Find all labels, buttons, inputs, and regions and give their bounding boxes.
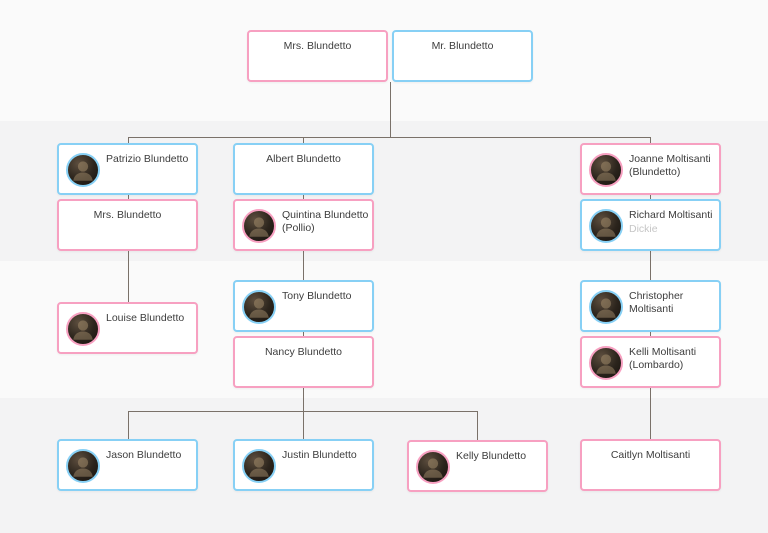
person-card-louise-blundetto[interactable]: Louise Blundetto [57, 302, 198, 354]
person-card-kelly-blundetto[interactable]: Kelly Blundetto [407, 440, 548, 492]
connector-drop-joanne [650, 137, 651, 143]
connector-couple-patrizio-mrs [128, 195, 129, 199]
connector-drop-patrizio [128, 137, 129, 143]
connector-drop-kelly [477, 411, 478, 440]
avatar-photo [242, 290, 276, 324]
person-name: Joanne Moltisanti(Blundetto) [629, 153, 711, 178]
avatar-photo [589, 346, 623, 380]
avatar-photo [242, 209, 276, 243]
person-card-albert-blundetto[interactable]: Albert Blundetto [233, 143, 374, 195]
connector-couple-joanne-richard [650, 195, 651, 199]
person-name: Mrs. Blundetto [93, 209, 162, 221]
person-name: Mrs. Blundetto [283, 40, 352, 52]
person-nickname: Dickie [629, 223, 658, 235]
person-card-mrs-blundetto-sr[interactable]: Mrs. Blundetto [247, 30, 388, 82]
person-name: Jason Blundetto [106, 449, 182, 461]
person-name: Louise Blundetto [106, 312, 185, 324]
person-card-mrs-blundetto[interactable]: Mrs. Blundetto [57, 199, 198, 251]
avatar-photo [66, 153, 100, 187]
connector-parents-stem [390, 82, 391, 137]
avatar-photo [589, 290, 623, 324]
connector-gen2-rail [128, 137, 651, 138]
avatar-photo [589, 209, 623, 243]
person-name: Justin Blundetto [282, 449, 357, 461]
person-card-justin-blundetto[interactable]: Justin Blundetto [233, 439, 374, 491]
person-name: Patrizio Blundetto [106, 153, 189, 165]
person-card-joanne-moltisanti[interactable]: Joanne Moltisanti(Blundetto) [580, 143, 721, 195]
avatar-photo [416, 450, 450, 484]
connector-gen4-rail [128, 411, 477, 412]
person-card-patrizio-blundetto[interactable]: Patrizio Blundetto [57, 143, 198, 195]
connector-nancy-stem [303, 388, 304, 411]
person-card-nancy-blundetto[interactable]: Nancy Blundetto [233, 336, 374, 388]
person-card-caitlyn-moltisanti[interactable]: Caitlyn Moltisanti [580, 439, 721, 491]
person-name: Caitlyn Moltisanti [610, 449, 691, 461]
person-card-tony-blundetto[interactable]: Tony Blundetto [233, 280, 374, 332]
person-card-jason-blundetto[interactable]: Jason Blundetto [57, 439, 198, 491]
connector-couple-christopher-kelli [650, 332, 651, 336]
connector-drop-albert [303, 137, 304, 143]
connector-stem-to-louise [128, 251, 129, 302]
person-name: Quintina Blundetto(Pollio) [282, 209, 369, 234]
person-name: Richard Moltisanti [629, 209, 713, 221]
person-card-quintina-blundetto[interactable]: Quintina Blundetto(Pollio) [233, 199, 374, 251]
avatar-photo [242, 449, 276, 483]
connector-drop-jason [128, 411, 129, 439]
connector-stem-to-caitlyn [650, 388, 651, 439]
person-name: Nancy Blundetto [264, 346, 343, 358]
person-card-kelli-moltisanti[interactable]: Kelli Moltisanti(Lombardo) [580, 336, 721, 388]
connector-stem-to-tony [303, 251, 304, 280]
person-card-mr-blundetto-sr[interactable]: Mr. Blundetto [392, 30, 533, 82]
avatar-photo [66, 449, 100, 483]
person-name: Albert Blundetto [266, 153, 341, 165]
connector-stem-to-christopher [650, 251, 651, 280]
avatar-photo [66, 312, 100, 346]
avatar-photo [589, 153, 623, 187]
person-name: Tony Blundetto [282, 290, 352, 302]
person-name: Kelly Blundetto [456, 450, 527, 462]
person-name: Kelli Moltisanti(Lombardo) [629, 346, 697, 371]
person-name: Mr. Blundetto [431, 40, 494, 52]
connector-couple-albert-quintina [303, 195, 304, 199]
connector-couple-tony-nancy [303, 332, 304, 336]
connector-drop-justin [303, 411, 304, 439]
